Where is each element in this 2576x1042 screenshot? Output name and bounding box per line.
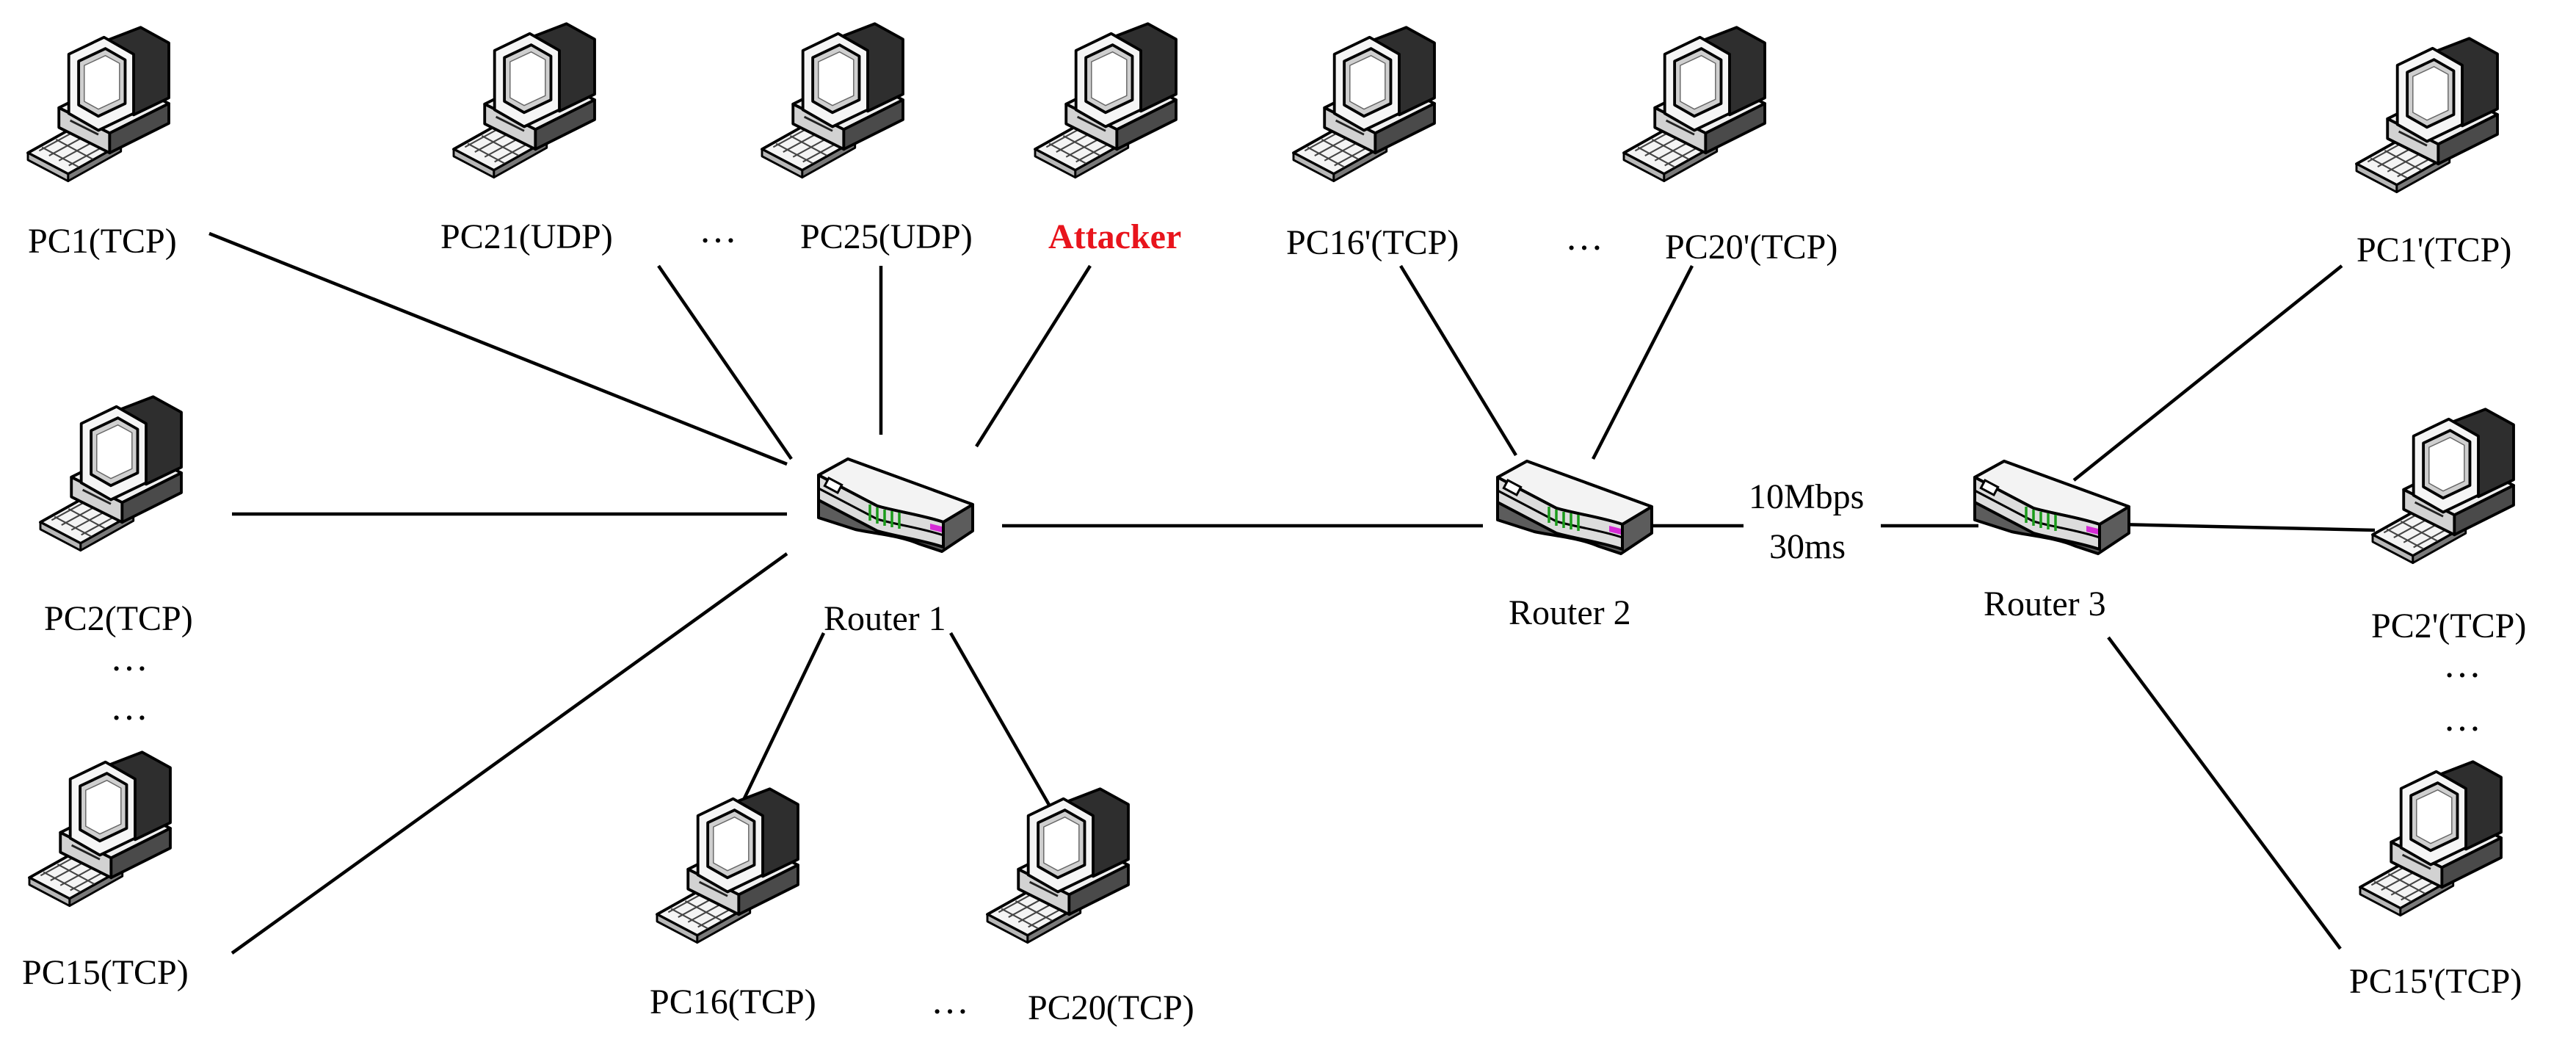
pc16p-label: PC16'(TCP)	[1286, 223, 1459, 262]
attacker-label: Attacker	[1048, 217, 1181, 256]
pc20-node: PC20(TCP)	[986, 787, 1194, 1027]
router3-label: Router 3	[1984, 585, 2106, 623]
link-pc15-router1	[231, 552, 788, 955]
pc21-label: PC21(UDP)	[440, 217, 613, 256]
pc16-computer-icon	[656, 787, 799, 944]
link-pc15p-router3	[2107, 636, 2342, 950]
pc25-label: PC25(UDP)	[800, 217, 973, 256]
link-pc20-router1	[949, 632, 1056, 817]
link-pc16-router1	[734, 632, 826, 816]
attacker-node: Attacker	[1034, 22, 1181, 256]
pc15p-computer-icon	[2359, 760, 2503, 917]
link-pc20p-router2	[1591, 264, 1694, 460]
pc15p-node: PC15'(TCP)	[2349, 760, 2522, 1001]
pc1-node: PC1(TCP)	[26, 26, 177, 261]
pc2-node: PC2(TCP)	[39, 395, 193, 638]
pc1p-label: PC1'(TCP)	[2357, 231, 2511, 269]
pc16-label: PC16(TCP)	[650, 983, 816, 1021]
pc15-computer-icon	[28, 750, 172, 908]
pc20p-computer-icon	[1622, 26, 1766, 183]
pc20p-node: PC20'(TCP)	[1622, 26, 1837, 267]
router3-node: Router 3	[1973, 460, 2130, 623]
pc21-node: PC21(UDP)	[440, 22, 613, 256]
ellipsis-pc2p-pc15p-b: …	[2443, 698, 2481, 739]
ellipsis-pc2-pc15-a: …	[110, 637, 148, 679]
link-pc21-router1	[657, 264, 793, 460]
pc16p-computer-icon	[1292, 26, 1436, 183]
pc2-computer-icon	[39, 395, 183, 552]
pc20p-label: PC20'(TCP)	[1665, 228, 1837, 267]
pc21-computer-icon	[452, 22, 596, 179]
link-pc2p-router3	[2117, 522, 2376, 532]
link-attacker-router1	[975, 264, 1092, 448]
pc1p-computer-icon	[2355, 37, 2499, 194]
router3-router-icon	[1973, 460, 2130, 555]
pc1-computer-icon	[26, 26, 170, 183]
link-pc1p-router3	[2072, 264, 2343, 482]
pc2p-computer-icon	[2371, 408, 2515, 565]
router1-router-icon	[817, 457, 974, 553]
pc25-computer-icon	[761, 22, 904, 179]
pc16-node: PC16(TCP)	[650, 787, 816, 1021]
router2-router-icon	[1496, 460, 1653, 555]
link-pc16p-router2	[1399, 264, 1517, 457]
router2-node: Router 2	[1496, 460, 1653, 632]
pc1-label: PC1(TCP)	[28, 222, 177, 261]
router1-label: Router 1	[824, 599, 946, 638]
pc2p-node: PC2'(TCP)	[2371, 408, 2526, 645]
link-pc1-router1	[208, 231, 788, 466]
pc2p-label: PC2'(TCP)	[2371, 607, 2526, 645]
pc1p-node: PC1'(TCP)	[2355, 37, 2511, 269]
pc20-computer-icon	[986, 787, 1130, 944]
pc20-label: PC20(TCP)	[1028, 988, 1194, 1027]
bottleneck-bandwidth: 10Mbps	[1749, 477, 1864, 516]
bottleneck-delay: 30ms	[1769, 527, 1846, 566]
pc25-node: PC25(UDP)	[761, 22, 973, 256]
pc16p-node: PC16'(TCP)	[1286, 26, 1459, 262]
ellipsis-pc16-pc20: …	[931, 980, 969, 1022]
ellipsis-pc16p-pc20p: …	[1565, 217, 1603, 258]
ellipsis-pc2-pc15-b: …	[110, 687, 148, 728]
attacker-computer-icon	[1034, 22, 1178, 179]
pc15p-label: PC15'(TCP)	[2349, 962, 2522, 1001]
pc15-node: PC15(TCP)	[22, 750, 189, 992]
ellipsis-pc21-pc25: …	[699, 209, 737, 251]
router2-label: Router 2	[1509, 593, 1631, 632]
pc15-label: PC15(TCP)	[22, 953, 189, 992]
links	[208, 231, 2376, 955]
router1-node: Router 1	[817, 457, 974, 638]
ellipsis-pc2p-pc15p-a: …	[2443, 644, 2481, 686]
bottleneck-link-label: 10Mbps 30ms	[1749, 477, 1864, 566]
pc2-label: PC2(TCP)	[44, 599, 193, 638]
